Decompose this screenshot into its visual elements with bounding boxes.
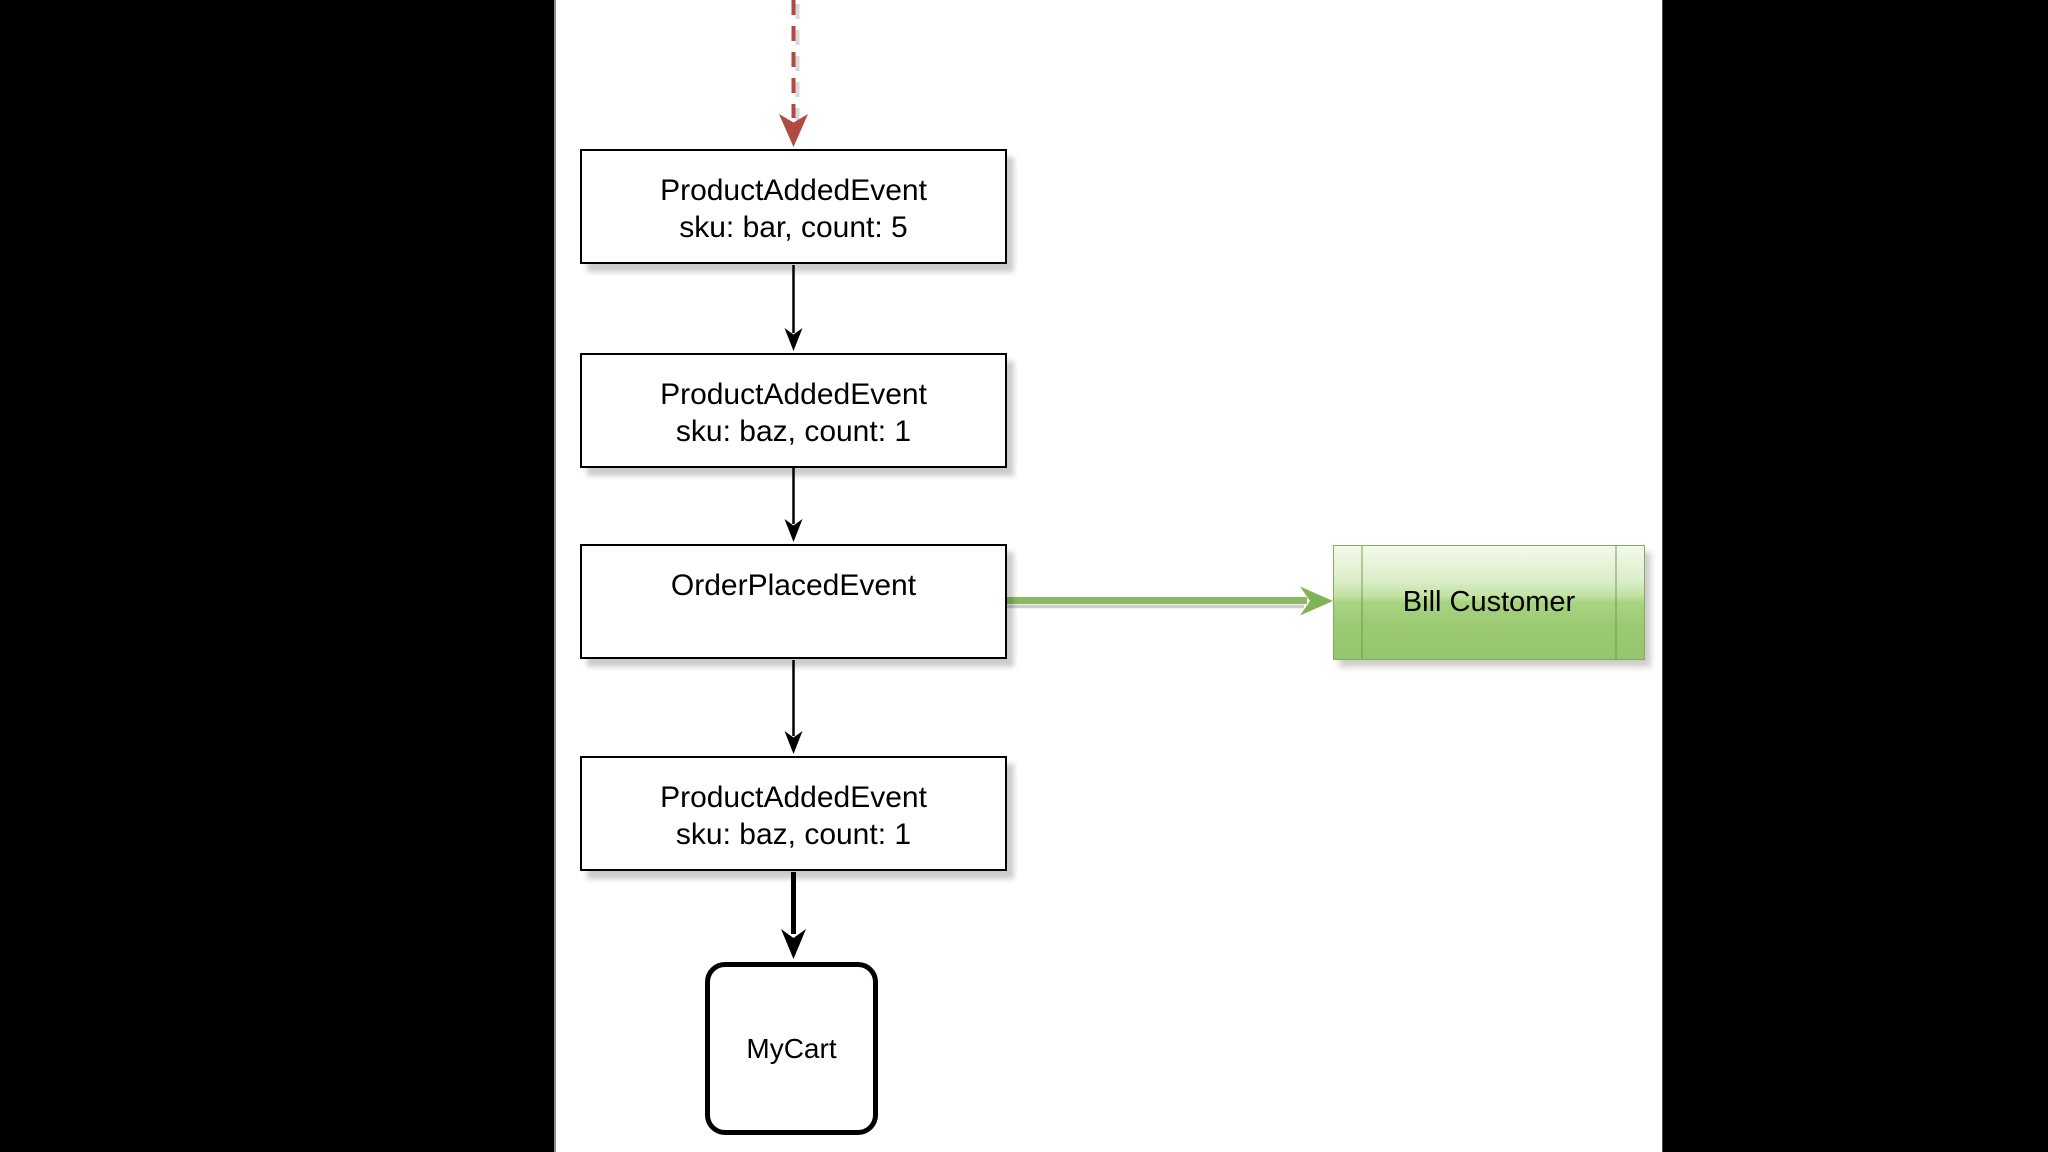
flow-arrow-to-aggregate	[781, 872, 806, 959]
letterbox-right	[1663, 0, 2048, 1152]
flow-arrow-2-head	[784, 519, 803, 542]
event-detail: sku: baz, count: 1	[675, 415, 912, 448]
event-detail: sku: bar, count: 5	[679, 211, 908, 244]
flow-arrow-2	[784, 467, 803, 542]
side-effect-arrow	[1007, 586, 1333, 616]
event-box-product-added-baz-1[interactable]: ProductAddedEvent sku: baz, count: 1	[580, 353, 1007, 468]
event-title: ProductAddedEvent	[660, 378, 927, 411]
flow-arrow-3-head	[784, 731, 803, 754]
event-title: ProductAddedEvent	[660, 174, 927, 207]
event-title: ProductAddedEvent	[660, 781, 927, 814]
side-effect-label: Bill Customer	[1402, 586, 1576, 618]
arrows-layer	[779, 0, 1333, 959]
incoming-event-arrowhead	[779, 114, 808, 147]
flow-arrow-1	[784, 265, 803, 351]
incoming-event-arrow	[779, 0, 808, 147]
event-box-product-added-baz-2[interactable]: ProductAddedEvent sku: baz, count: 1	[580, 756, 1007, 871]
diagram-canvas: ProductAddedEvent sku: bar, count: 5 Pro…	[554, 0, 1663, 1152]
decorative-line-left	[1361, 546, 1363, 659]
flow-arrow-to-aggregate-head	[781, 929, 806, 959]
event-box-order-placed[interactable]: OrderPlacedEvent	[580, 544, 1007, 659]
letterbox-left	[0, 0, 554, 1152]
side-effect-box-bill-customer[interactable]: Bill Customer	[1333, 545, 1645, 660]
event-title: OrderPlacedEvent	[670, 569, 917, 602]
flow-arrow-3	[784, 660, 803, 754]
aggregate-label: MyCart	[746, 1032, 837, 1064]
side-effect-arrowhead	[1300, 586, 1333, 616]
decorative-line-right	[1615, 546, 1617, 659]
event-detail: sku: baz, count: 1	[675, 818, 912, 851]
aggregate-box-mycart[interactable]: MyCart	[705, 962, 878, 1135]
flow-arrow-1-head	[784, 328, 803, 351]
event-box-product-added-bar[interactable]: ProductAddedEvent sku: bar, count: 5	[580, 149, 1007, 264]
